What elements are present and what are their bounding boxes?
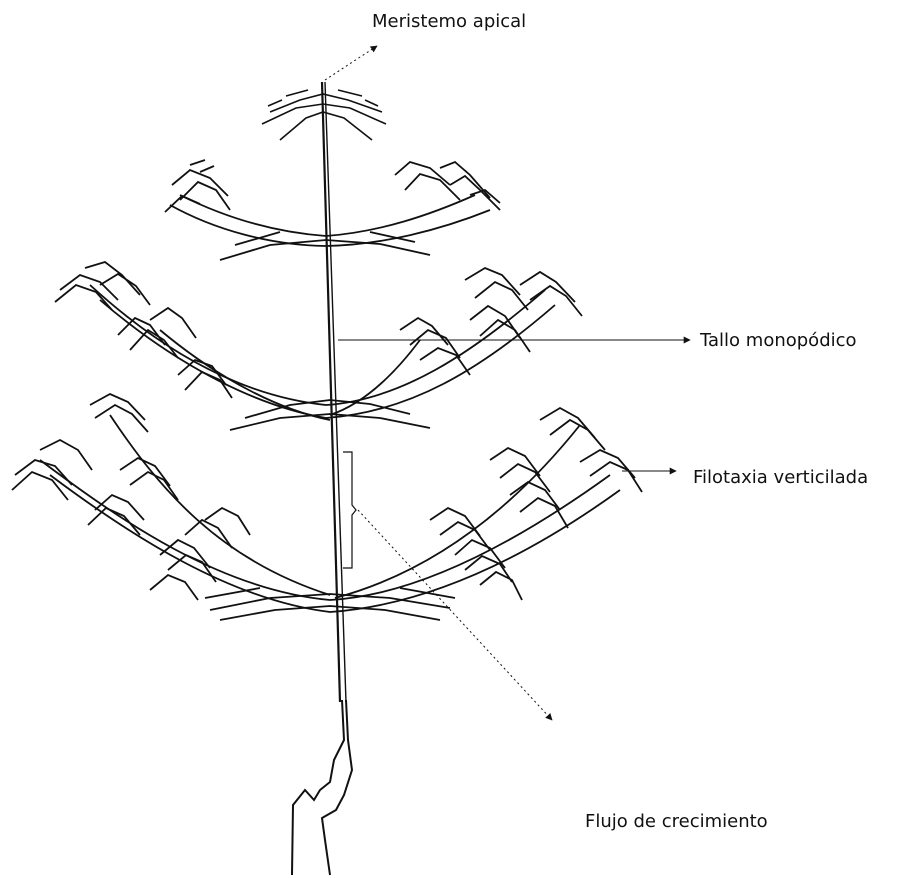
growth-bracket: [343, 452, 356, 568]
main-stem: [322, 82, 346, 702]
whorl-2: [55, 262, 582, 430]
trunk-base: [292, 700, 352, 875]
phyllotaxy-label: Filotaxia verticilada: [693, 468, 868, 488]
whorl-1: [165, 160, 500, 260]
whorl-3: [12, 394, 642, 620]
meristem-label: Meristemo apical: [372, 12, 526, 32]
growth-label: Flujo de crecimiento: [585, 812, 768, 832]
stem-label: Tallo monopódico: [700, 331, 857, 351]
meristem-pointer: [325, 46, 377, 80]
annotation-pointers: [325, 46, 690, 720]
growth-pointer: [358, 510, 552, 720]
